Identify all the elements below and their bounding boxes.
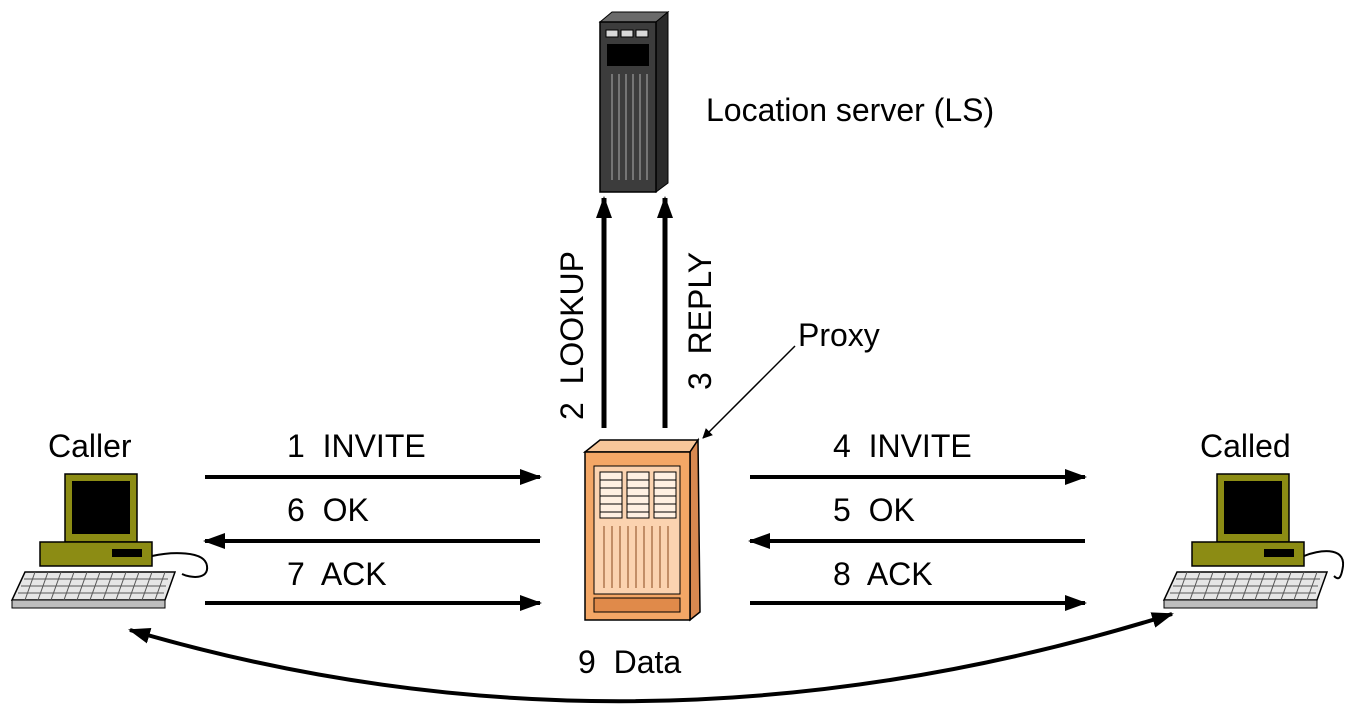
proxy-server-icon xyxy=(582,437,701,622)
arrow-data-9 xyxy=(128,612,1174,704)
location-server-icon xyxy=(598,10,670,193)
called-label: Called xyxy=(1200,428,1291,464)
proxy-label: Proxy xyxy=(798,317,880,353)
message-6-label: 6 OK xyxy=(287,492,369,528)
message-4-label: 4 INVITE xyxy=(833,428,972,464)
message-7-label: 7 ACK xyxy=(287,556,387,592)
message-8-label: 8 ACK xyxy=(833,556,933,592)
message-1-label: 1 INVITE xyxy=(287,428,426,464)
caller-label: Caller xyxy=(48,428,132,464)
message-3-label: 3 REPLY xyxy=(682,251,718,390)
proxy-pointer xyxy=(702,345,796,439)
location-server-label: Location server (LS) xyxy=(706,92,995,128)
message-5-label: 5 OK xyxy=(833,492,915,528)
caller-computer-icon xyxy=(10,473,209,609)
called-computer-icon xyxy=(1162,473,1345,609)
message-9-label: 9 Data xyxy=(578,644,682,680)
message-2-label: 2 LOOKUP xyxy=(554,251,590,420)
